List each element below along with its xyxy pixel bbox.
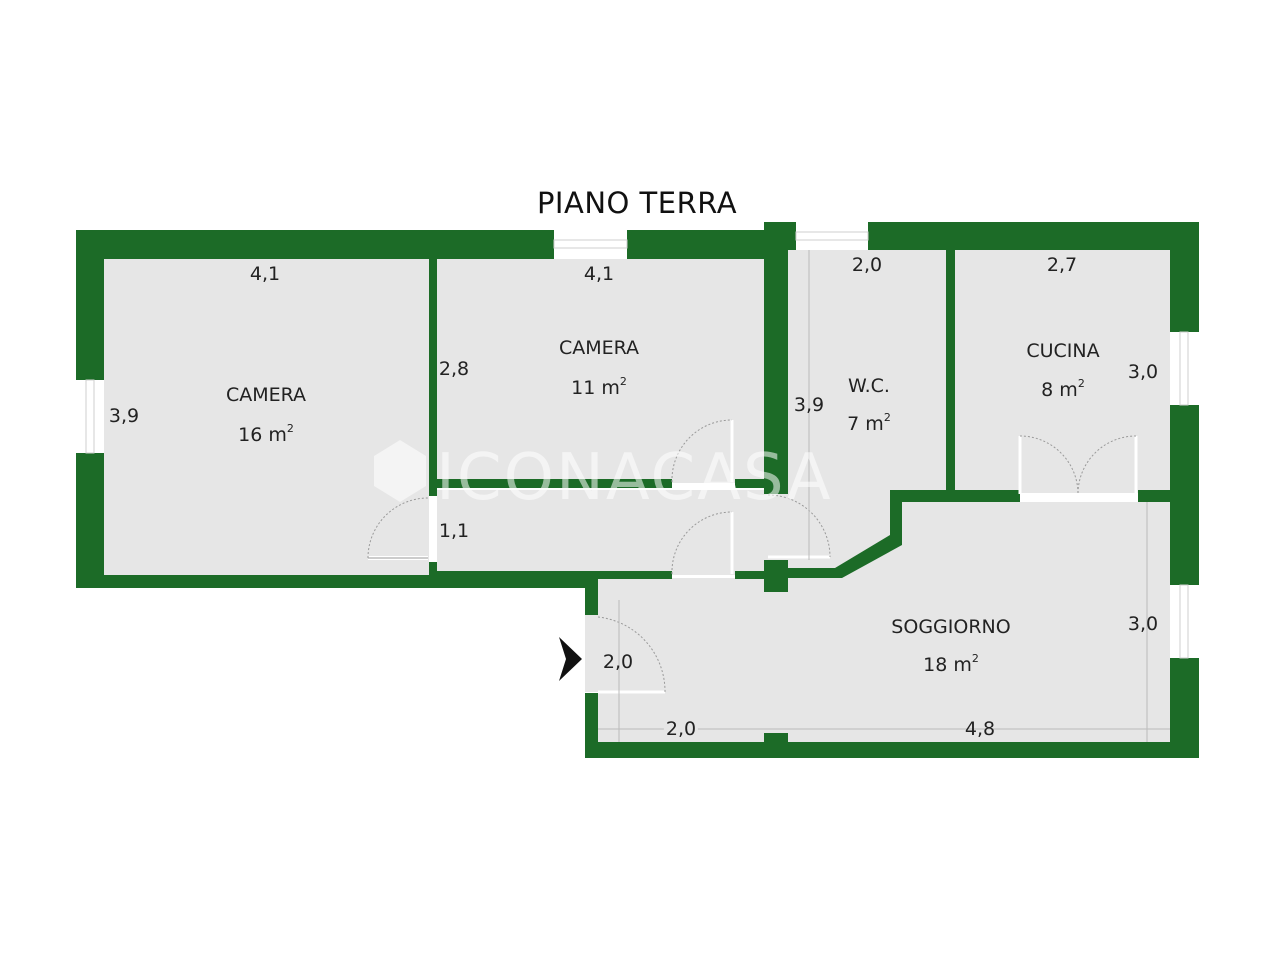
dim-wc-width: 2,0 xyxy=(851,254,883,276)
door-entrance xyxy=(597,616,666,694)
wall-corridor-bottom-b xyxy=(735,571,765,579)
dim-cucina-height: 3,0 xyxy=(1127,361,1159,383)
floor-title: PIANO TERRA xyxy=(536,186,738,220)
wall-wc-left xyxy=(764,222,788,494)
wall-pillar xyxy=(764,560,788,592)
door-wc xyxy=(767,494,831,559)
wall-camera11-bottom-a xyxy=(437,479,672,488)
wall-left-lower xyxy=(76,453,104,588)
walls xyxy=(76,222,1199,758)
dim-entrance-depth: 2,0 xyxy=(602,651,634,673)
door-camera16 xyxy=(367,497,429,560)
floor-camera-16 xyxy=(104,259,429,575)
floor-fills xyxy=(104,250,1170,742)
wall-right-upper xyxy=(1170,222,1199,332)
window-wc xyxy=(795,231,869,241)
wall-left-upper xyxy=(76,230,104,380)
dim-cucina-width: 2,7 xyxy=(1046,254,1078,276)
wall-top-right xyxy=(868,222,1199,250)
floor-camera-11 xyxy=(437,259,764,483)
door-corridor xyxy=(671,511,734,575)
room-label-wc: W.C. xyxy=(848,375,890,397)
door-cucina-right xyxy=(1077,435,1138,495)
wall-wc-bottom xyxy=(890,490,1020,502)
floor-corridor xyxy=(437,490,764,575)
room-area-camera-11: 11 m2 xyxy=(571,375,627,399)
dim-wc-height: 3,9 xyxy=(793,394,825,416)
window-soggiorno xyxy=(1179,584,1189,659)
wall-right-lower xyxy=(1170,658,1199,758)
wall-bottom xyxy=(585,742,1199,758)
floor-cucina xyxy=(955,250,1170,493)
iconacasa-logo-icon xyxy=(374,440,426,502)
dim-camera-11-width: 4,1 xyxy=(583,263,615,285)
entrance-arrow-icon xyxy=(559,637,582,681)
wall-bottom-stub xyxy=(764,733,788,745)
windows xyxy=(85,231,1189,659)
floor-soggiorno xyxy=(598,502,1170,742)
wall-soggiorno-left-upper xyxy=(585,578,598,615)
wall-top-wc-stub xyxy=(764,222,796,250)
dim-entrance-width: 2,0 xyxy=(663,718,699,740)
wall-soggiorno-left-lower xyxy=(585,693,598,758)
door-cucina-left xyxy=(1018,435,1079,495)
wall-camera11-bottom-b xyxy=(735,479,765,488)
room-area-camera-16: 16 m2 xyxy=(238,422,294,446)
dim-camera-16-width: 4,1 xyxy=(249,263,281,285)
wall-cucina-bottom-right xyxy=(1138,490,1170,502)
wall-top-mid xyxy=(627,230,764,259)
dim-camera-11-height: 2,8 xyxy=(438,358,470,380)
doors xyxy=(367,419,1138,694)
room-label-camera-16: CAMERA xyxy=(225,384,307,406)
room-area-cucina: 8 m2 xyxy=(1041,377,1085,401)
room-label-cucina: CUCINA xyxy=(1026,340,1100,362)
door-camera11 xyxy=(671,419,734,483)
wall-right-mid xyxy=(1170,405,1199,585)
room-area-soggiorno: 18 m2 xyxy=(923,652,979,676)
wall-camera-divider xyxy=(429,259,437,496)
floor-wc xyxy=(788,250,946,492)
window-camera16 xyxy=(85,379,95,454)
dim-corridor-width: 1,1 xyxy=(438,520,470,542)
dim-soggiorno-height: 3,0 xyxy=(1127,613,1159,635)
dim-camera-16-height: 3,9 xyxy=(108,405,140,427)
room-area-wc: 7 m2 xyxy=(847,411,891,435)
wall-diagonal xyxy=(764,490,902,578)
wall-wc-cucina-divider xyxy=(946,250,955,493)
window-camera11 xyxy=(553,239,628,249)
dim-soggiorno-width: 4,8 xyxy=(964,718,996,740)
room-label-camera-11: CAMERA xyxy=(558,337,640,359)
wall-corridor-bottom-a xyxy=(437,571,672,579)
floor-entrance xyxy=(585,614,599,692)
wall-camera-divider-low xyxy=(429,562,437,576)
window-cucina xyxy=(1179,331,1189,406)
wall-top-left xyxy=(76,230,554,259)
room-label-soggiorno: SOGGIORNO xyxy=(891,616,1011,638)
